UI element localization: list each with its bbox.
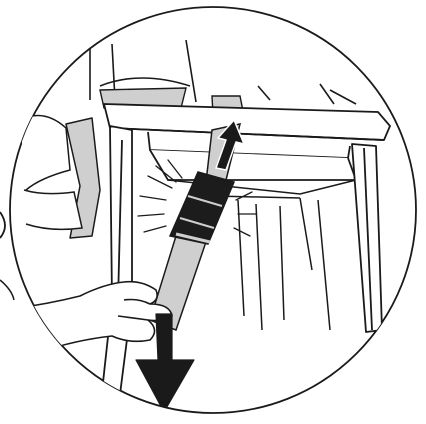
callout-pointer xyxy=(0,212,5,238)
